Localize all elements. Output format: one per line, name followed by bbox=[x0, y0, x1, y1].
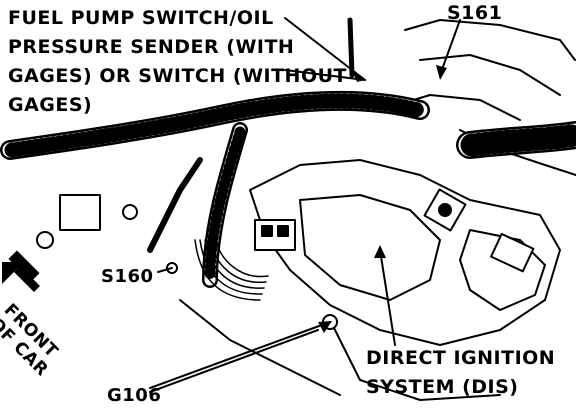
leader-lines bbox=[149, 17, 461, 393]
connectors bbox=[36, 188, 535, 330]
arrow-heads bbox=[318, 65, 447, 333]
s160-label: S160 bbox=[101, 266, 154, 287]
wire-bundle bbox=[194, 237, 269, 301]
stud bbox=[347, 17, 355, 78]
upper-harness bbox=[0, 90, 430, 160]
right-hose bbox=[456, 121, 576, 159]
dis-label: DIRECT IGNITION SYSTEM (DIS) bbox=[366, 347, 556, 398]
s161-label: S161 bbox=[447, 2, 503, 24]
left-tube bbox=[147, 157, 203, 253]
lower-harness bbox=[202, 122, 248, 288]
front-of-car-arrow-icon bbox=[2, 250, 40, 292]
g106-label: G106 bbox=[107, 385, 162, 406]
fuel-pump-switch-label: FUEL PUMP SWITCH/OIL PRESSURE SENDER (WI… bbox=[8, 7, 347, 116]
